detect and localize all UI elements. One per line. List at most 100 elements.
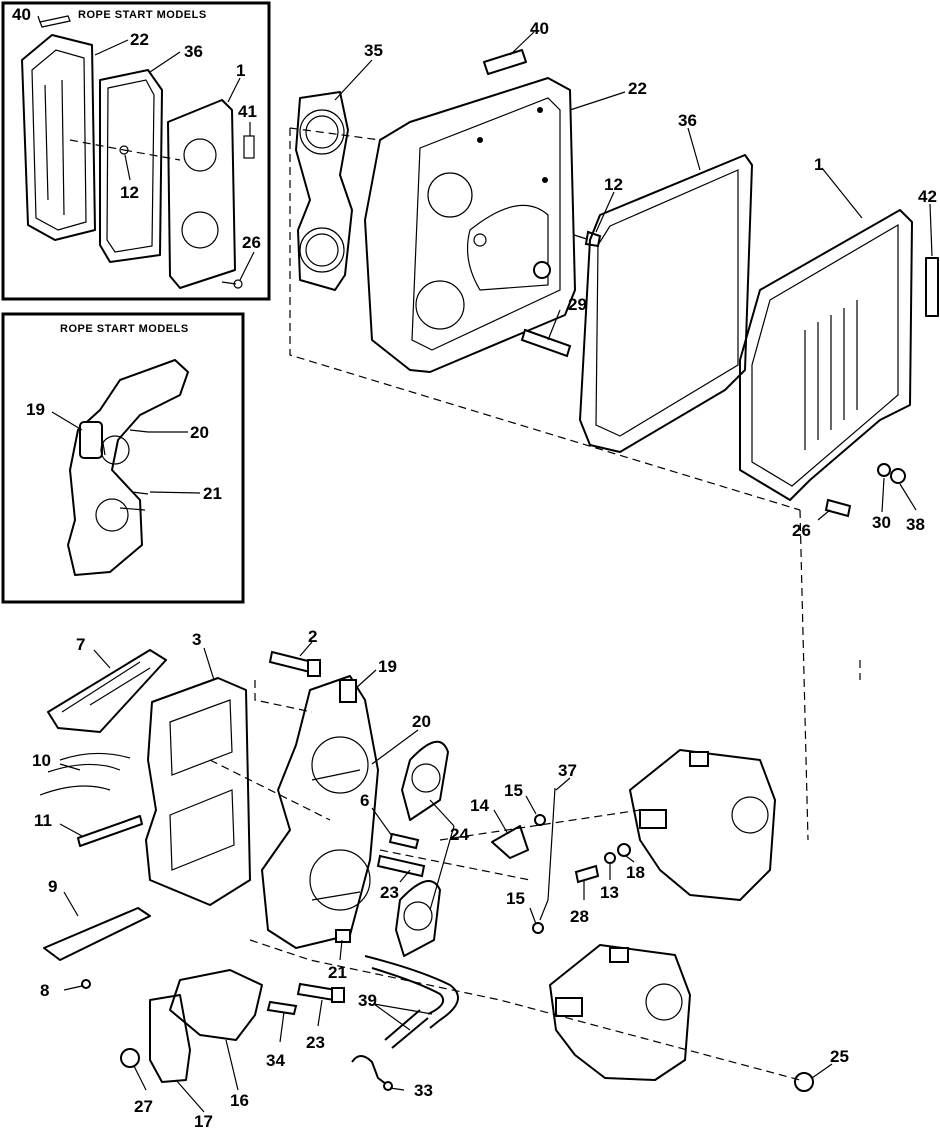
decal-42 bbox=[925, 257, 939, 317]
knob-27 bbox=[120, 1048, 140, 1068]
bracket-16 bbox=[169, 969, 263, 1041]
callout-22: 22 bbox=[130, 30, 149, 49]
callout-21: 21 bbox=[203, 484, 222, 503]
callout-23: 23 bbox=[380, 883, 399, 902]
callout-18: 18 bbox=[626, 863, 645, 882]
callout-15: 15 bbox=[504, 781, 523, 800]
nut-25 bbox=[794, 1072, 814, 1092]
callout-27: 27 bbox=[134, 1097, 153, 1116]
nut-38 bbox=[890, 468, 906, 484]
screw-8 bbox=[81, 979, 91, 989]
link-rod-37 bbox=[539, 787, 556, 921]
hose-39 bbox=[364, 955, 459, 1029]
callout-30: 30 bbox=[872, 513, 891, 532]
decal bbox=[243, 135, 255, 159]
callout-41: 41 bbox=[238, 102, 257, 121]
carb-gasket-24b bbox=[395, 880, 441, 957]
inset-title: ROPE START MODELS bbox=[78, 9, 207, 21]
plate-17 bbox=[149, 994, 191, 1083]
cover-housing bbox=[21, 34, 96, 241]
screw-26 bbox=[824, 498, 852, 518]
inset-rope-start-cover: ROPE START MODELS 40 22 36 1 41 bbox=[1, 1, 271, 301]
bolt-2 bbox=[268, 650, 314, 674]
callout-25: 25 bbox=[830, 1047, 849, 1066]
label-decal bbox=[39, 15, 71, 28]
callout-13: 13 bbox=[600, 883, 619, 902]
callout-35: 35 bbox=[364, 41, 383, 60]
callout-7: 7 bbox=[76, 635, 85, 654]
bolt-23b bbox=[296, 982, 338, 1002]
cover-22 bbox=[364, 77, 576, 373]
callout-12: 12 bbox=[604, 175, 623, 194]
callout-1: 1 bbox=[236, 61, 245, 80]
clip-15 bbox=[534, 814, 546, 826]
manifold-casting bbox=[67, 359, 189, 576]
callout-12: 12 bbox=[120, 183, 139, 202]
callout-6: 6 bbox=[360, 791, 369, 810]
callout-10: 10 bbox=[32, 751, 51, 770]
callout-20: 20 bbox=[190, 423, 209, 442]
callout-19: 19 bbox=[26, 400, 45, 419]
callout-42: 42 bbox=[918, 187, 937, 206]
reed-block-7 bbox=[47, 649, 167, 733]
gasket bbox=[99, 69, 163, 263]
lever-14 bbox=[491, 825, 529, 859]
callout-29: 29 bbox=[568, 295, 587, 314]
outer-cover-1 bbox=[739, 209, 913, 501]
carburetor-upper bbox=[629, 749, 776, 901]
callout-14: 14 bbox=[470, 796, 489, 815]
lower-intake-assembly: 7 3 2 19 20 10 11 9 8 6 24 23 21 14 15 3… bbox=[32, 627, 861, 1129]
nut-18 bbox=[617, 843, 631, 857]
stud-29 bbox=[520, 328, 572, 358]
washer-13 bbox=[604, 852, 616, 864]
inset-title: ROPE START MODELS bbox=[60, 323, 189, 335]
gasket-36 bbox=[579, 154, 753, 453]
carburetor-lower bbox=[549, 944, 691, 1081]
callout-23: 23 bbox=[306, 1033, 325, 1052]
callout-37: 37 bbox=[558, 761, 577, 780]
callout-20: 20 bbox=[412, 712, 431, 731]
washer-30 bbox=[877, 463, 891, 477]
callout-34: 34 bbox=[266, 1051, 285, 1070]
callout-9: 9 bbox=[48, 877, 57, 896]
callout-21: 21 bbox=[328, 963, 347, 982]
decal-40 bbox=[483, 49, 527, 75]
reed-petals-10 bbox=[39, 752, 131, 796]
gasket-35 bbox=[295, 91, 353, 291]
callout-19: 19 bbox=[378, 657, 397, 676]
boss bbox=[79, 421, 103, 459]
bolt-23 bbox=[376, 854, 426, 878]
screw-28 bbox=[574, 864, 600, 884]
callout-36: 36 bbox=[678, 111, 697, 130]
callout-39: 39 bbox=[358, 991, 377, 1010]
callout-36: 36 bbox=[184, 42, 203, 61]
boss-19 bbox=[339, 679, 357, 703]
callout-2: 2 bbox=[308, 627, 317, 646]
callout-8: 8 bbox=[40, 981, 49, 1000]
gasket-3 bbox=[145, 677, 251, 906]
callout-40: 40 bbox=[530, 19, 549, 38]
callout-1: 1 bbox=[814, 155, 823, 174]
callout-38: 38 bbox=[906, 515, 925, 534]
callout-33: 33 bbox=[414, 1081, 433, 1100]
callout-17: 17 bbox=[194, 1112, 213, 1129]
callout-26: 26 bbox=[242, 233, 261, 252]
bolt-34 bbox=[266, 1000, 298, 1016]
plate-9 bbox=[43, 907, 151, 961]
callout-24: 24 bbox=[450, 825, 469, 844]
carb-gasket-24a bbox=[401, 740, 449, 821]
cover-plate bbox=[167, 99, 236, 289]
screw bbox=[119, 145, 129, 155]
callout-16: 16 bbox=[230, 1091, 249, 1110]
upper-cover-assembly: 35 40 22 36 12 1 42 29 2 6 30 38 bbox=[289, 19, 939, 841]
clamp-33 bbox=[351, 1055, 387, 1085]
callout-3: 3 bbox=[192, 630, 201, 649]
stud-21 bbox=[335, 929, 351, 943]
callout-11: 11 bbox=[34, 811, 52, 830]
callout-22: 22 bbox=[628, 79, 647, 98]
callout-15: 15 bbox=[506, 889, 525, 908]
screw-6 bbox=[388, 832, 420, 850]
callout-40: 40 bbox=[12, 5, 31, 24]
reed-stop-11 bbox=[77, 815, 143, 847]
